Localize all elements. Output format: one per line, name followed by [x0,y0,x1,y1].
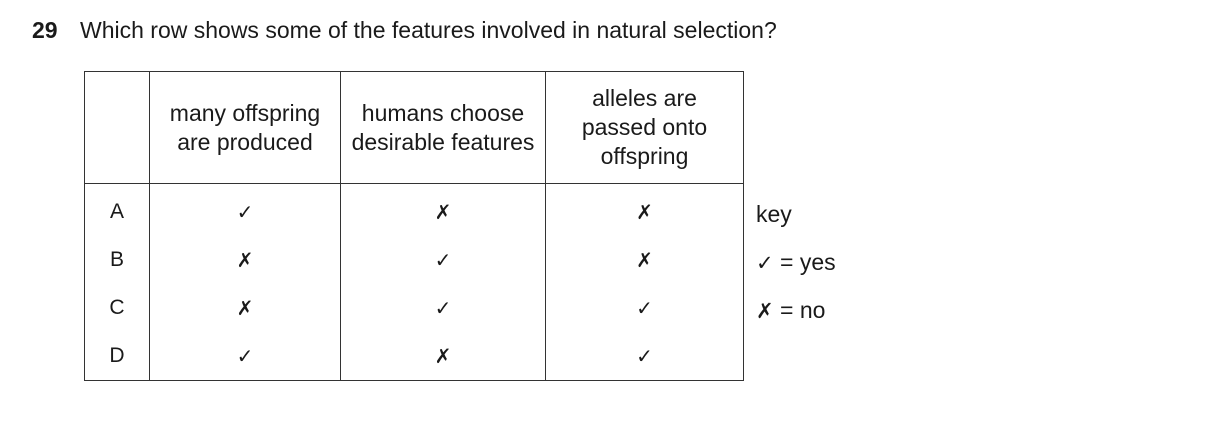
mark-cell: ✗ [545,183,744,236]
key-yes-text: = yes [780,249,836,275]
table-row: D ✓ ✗ ✓ [84,332,744,381]
table-row: A ✓ ✗ ✗ [84,183,744,236]
mark-cell: ✓ [545,284,744,332]
mark-cell: ✓ [340,236,546,284]
table-row: B ✗ ✓ ✗ [84,236,744,284]
mark-cell: ✗ [545,236,744,284]
question: 29 Which row shows some of the features i… [32,16,777,44]
header-many-offspring-text: many offspring are produced [169,99,321,155]
key-yes: ✓ = yes [756,247,836,295]
row-label: A [84,183,150,236]
table-header-row: many offspring are produced humans choos… [84,71,744,184]
mark-cell: ✓ [149,332,341,381]
key-no-text: = no [780,297,826,323]
mark-cell: ✓ [340,284,546,332]
header-many-offspring: many offspring are produced [149,71,341,184]
mark-cell: ✗ [149,236,341,284]
table-row: C ✗ ✓ ✓ [84,284,744,332]
key-title: key [756,201,792,227]
row-label: B [84,236,150,284]
mark-cell: ✗ [149,284,341,332]
header-empty-cell [84,71,150,184]
key-legend: key ✓ = yes ✗ = no [756,199,836,343]
question-number: 29 [32,17,58,43]
row-label: C [84,284,150,332]
header-humans-choose-text: humans choose desirable features [351,99,535,155]
mark-cell: ✓ [149,183,341,236]
key-no: ✗ = no [756,295,836,343]
mark-cell: ✓ [545,332,744,381]
mark-cell: ✗ [340,183,546,236]
header-alleles-passed: alleles are passed onto offspring [545,71,744,184]
check-icon: ✓ [756,251,774,275]
answer-table: many offspring are produced humans choos… [84,71,744,381]
row-label: D [84,332,150,381]
mark-cell: ✗ [340,332,546,381]
cross-icon: ✗ [756,299,774,323]
question-text: Which row shows some of the features inv… [80,17,777,43]
header-alleles-passed-text: alleles are passed onto offspring [581,85,708,169]
header-humans-choose: humans choose desirable features [340,71,546,184]
